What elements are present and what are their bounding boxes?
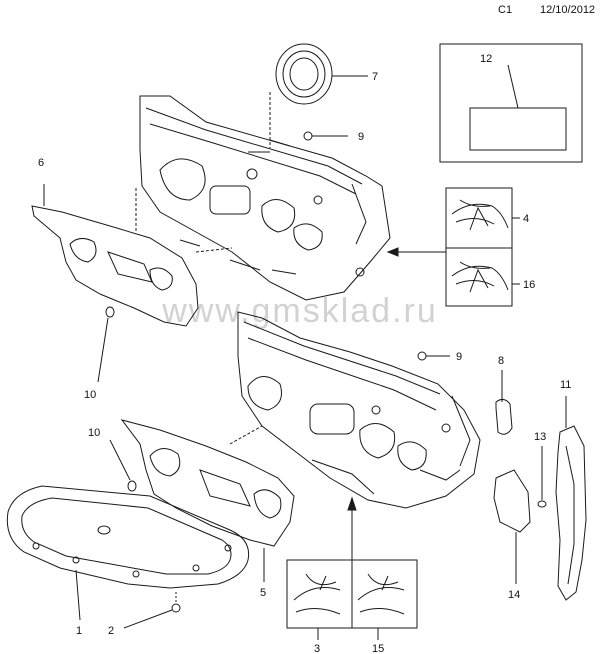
- item-9-clip-upper: [303, 131, 313, 141]
- item-9-clip-lower: [417, 351, 427, 361]
- callout-9-upper: 9: [358, 131, 364, 143]
- callout-10-lower: 10: [88, 427, 100, 439]
- diagram-date: 12/10/2012: [540, 4, 596, 16]
- lower-dash-panel: [237, 311, 481, 509]
- item-7-seal: [275, 43, 333, 105]
- callout-10-upper: 10: [84, 389, 96, 401]
- item-5-insulator: [120, 419, 295, 547]
- detail-box-4-16: [445, 187, 513, 307]
- item-2-clip: [171, 603, 181, 613]
- callout-7: 7: [372, 71, 378, 83]
- callout-15: 13: [534, 431, 546, 443]
- callout-1: 1: [76, 625, 82, 637]
- callout-labels: 7 9 12 6 4 16 10 9 8 11 10 13 5 14 1 2 3…: [38, 53, 571, 654]
- diagram-code: C1: [498, 4, 513, 16]
- callout-13: 15: [372, 643, 384, 654]
- callout-14: 14: [508, 589, 520, 601]
- item-10-plug-upper: [105, 306, 115, 318]
- item-6-insulator: [31, 205, 199, 327]
- callout-9-lower: 9: [456, 351, 462, 363]
- item-8-grommet: [495, 398, 513, 435]
- callout-5: 5: [260, 587, 266, 599]
- callout-4: 4: [523, 213, 529, 225]
- item-10-plug-lower: [127, 480, 137, 492]
- item-14-pad: [493, 469, 531, 533]
- item-15-fastener: [537, 500, 547, 508]
- callout-16: 16: [523, 279, 535, 291]
- item-12-box: [439, 43, 583, 163]
- callout-6: 6: [38, 157, 44, 169]
- callout-3: 3: [314, 643, 320, 654]
- item-12-label-plate: [469, 107, 567, 151]
- upper-dash-panel: [139, 95, 391, 301]
- callout-2: 2: [108, 625, 114, 637]
- callout-11: 11: [560, 379, 571, 391]
- item-11-side-insulator: [555, 425, 587, 601]
- item-1-cover: [6, 485, 250, 589]
- callout-12: 12: [480, 53, 492, 65]
- callout-8: 8: [498, 355, 504, 367]
